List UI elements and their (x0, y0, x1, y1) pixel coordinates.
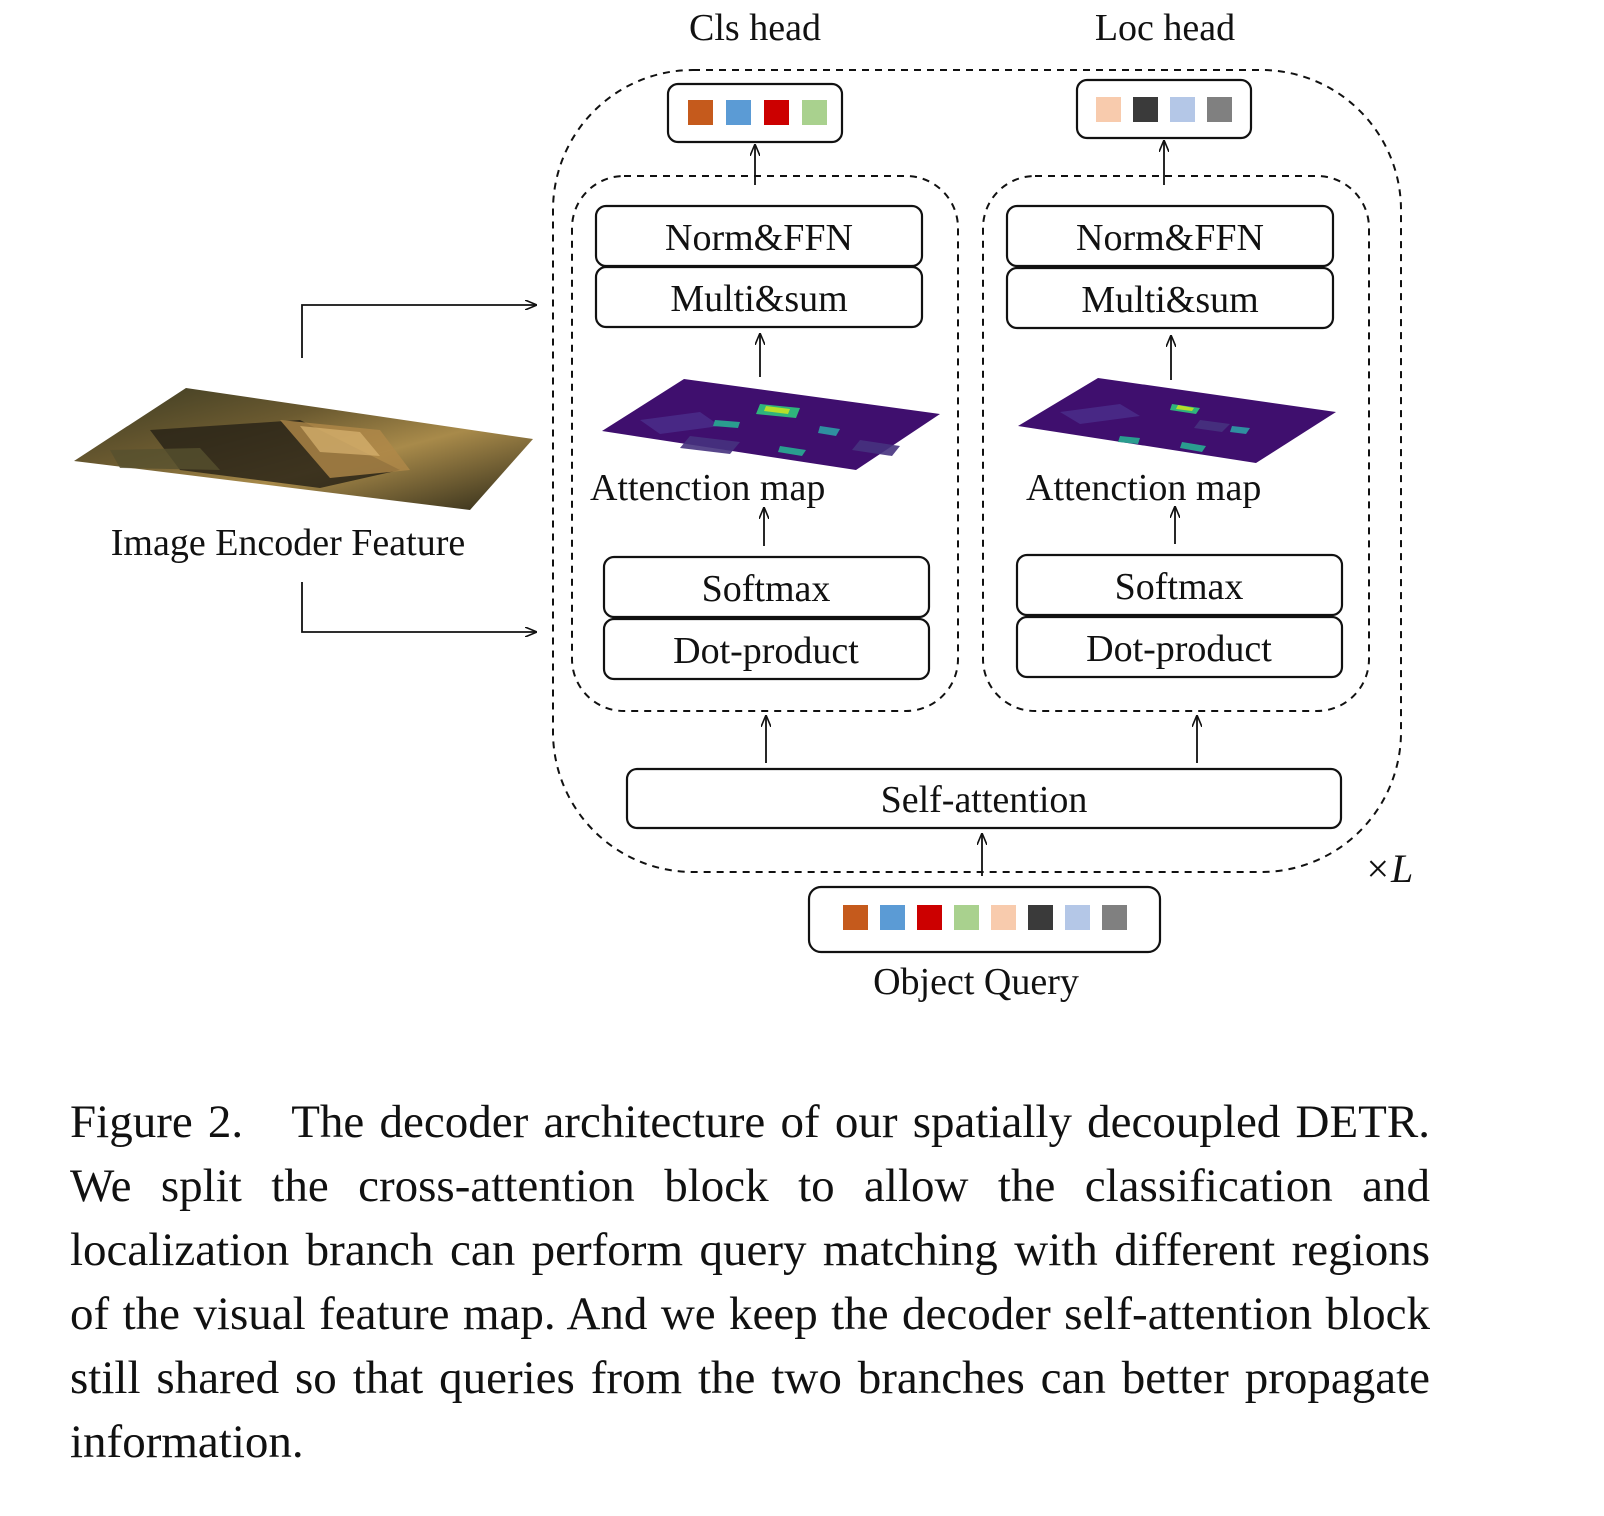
connector-feature-to-loc (301, 582, 536, 632)
loc-norm-ffn-box (1005, 204, 1335, 268)
cls-branch-outline (571, 175, 959, 712)
object-query-label: Object Query (873, 961, 1079, 1003)
cls-dot-product-box (602, 617, 931, 681)
query-token-swatch-1 (843, 905, 868, 930)
loc-head-output-box (1075, 78, 1253, 140)
cls-token-swatch-3 (764, 100, 789, 125)
cls-head-label: Cls head (689, 7, 821, 49)
cls-token-swatch-1 (688, 100, 713, 125)
loc-token-swatch-2 (1133, 97, 1158, 122)
decoder-architecture-diagram: Cls head Loc head ×L Norm&FFN Multi&sum … (74, 7, 1413, 1003)
repeat-label: ×L (1364, 846, 1413, 891)
diagram-canvas: Cls head Loc head ×L Norm&FFN Multi&sum … (74, 7, 1413, 1003)
query-token-swatch-2 (880, 905, 905, 930)
decoder-layer-outline (552, 69, 1402, 873)
loc-token-swatch-4 (1207, 97, 1232, 122)
cls-multi-sum-label: Multi&sum (670, 278, 847, 320)
loc-norm-ffn-label: Norm&FFN (1076, 217, 1264, 259)
connector-feature-to-cls (301, 305, 536, 358)
loc-softmax-box (1015, 553, 1344, 617)
image-encoder-feature-label: Image Encoder Feature (111, 522, 466, 564)
loc-multi-sum-label: Multi&sum (1081, 279, 1258, 321)
figure-number: Figure 2. (70, 1096, 244, 1148)
object-query-swatches (843, 905, 1127, 930)
query-token-swatch-4 (954, 905, 979, 930)
cls-token-swatch-2 (726, 100, 751, 125)
loc-attention-map-image (1018, 378, 1336, 463)
self-attention-box (625, 767, 1343, 830)
cls-attention-map-label: Attenction map (590, 467, 825, 509)
caption-text: The decoder architecture of our spatiall… (70, 1096, 1430, 1468)
loc-dot-product-label: Dot-product (1086, 628, 1272, 670)
image-encoder-feature-image (74, 388, 533, 510)
loc-head-swatches (1096, 97, 1232, 122)
cls-attention-map-image (602, 379, 940, 470)
cls-head-output-box (666, 82, 844, 144)
loc-head-label: Loc head (1095, 7, 1235, 49)
loc-attention-map-label: Attenction map (1026, 467, 1261, 509)
self-attention-label: Self-attention (881, 779, 1088, 821)
figure-caption: Figure 2.The decoder architecture of our… (70, 1090, 1430, 1474)
cls-dot-product-label: Dot-product (673, 630, 859, 672)
query-token-swatch-7 (1065, 905, 1090, 930)
loc-branch-outline (982, 175, 1370, 712)
cls-norm-ffn-label: Norm&FFN (665, 217, 853, 259)
query-token-swatch-6 (1028, 905, 1053, 930)
loc-softmax-label: Softmax (1115, 566, 1244, 608)
loc-dot-product-box (1015, 615, 1344, 679)
cls-head-swatches (688, 100, 827, 125)
loc-multi-sum-box (1005, 266, 1335, 330)
cls-token-swatch-4 (802, 100, 827, 125)
query-token-swatch-3 (917, 905, 942, 930)
cls-softmax-box (602, 555, 931, 619)
query-token-swatch-8 (1102, 905, 1127, 930)
cls-multi-sum-box (594, 265, 924, 329)
query-token-swatch-5 (991, 905, 1016, 930)
cls-softmax-label: Softmax (702, 568, 831, 610)
loc-token-swatch-1 (1096, 97, 1121, 122)
object-query-box (807, 885, 1162, 954)
loc-token-swatch-3 (1170, 97, 1195, 122)
